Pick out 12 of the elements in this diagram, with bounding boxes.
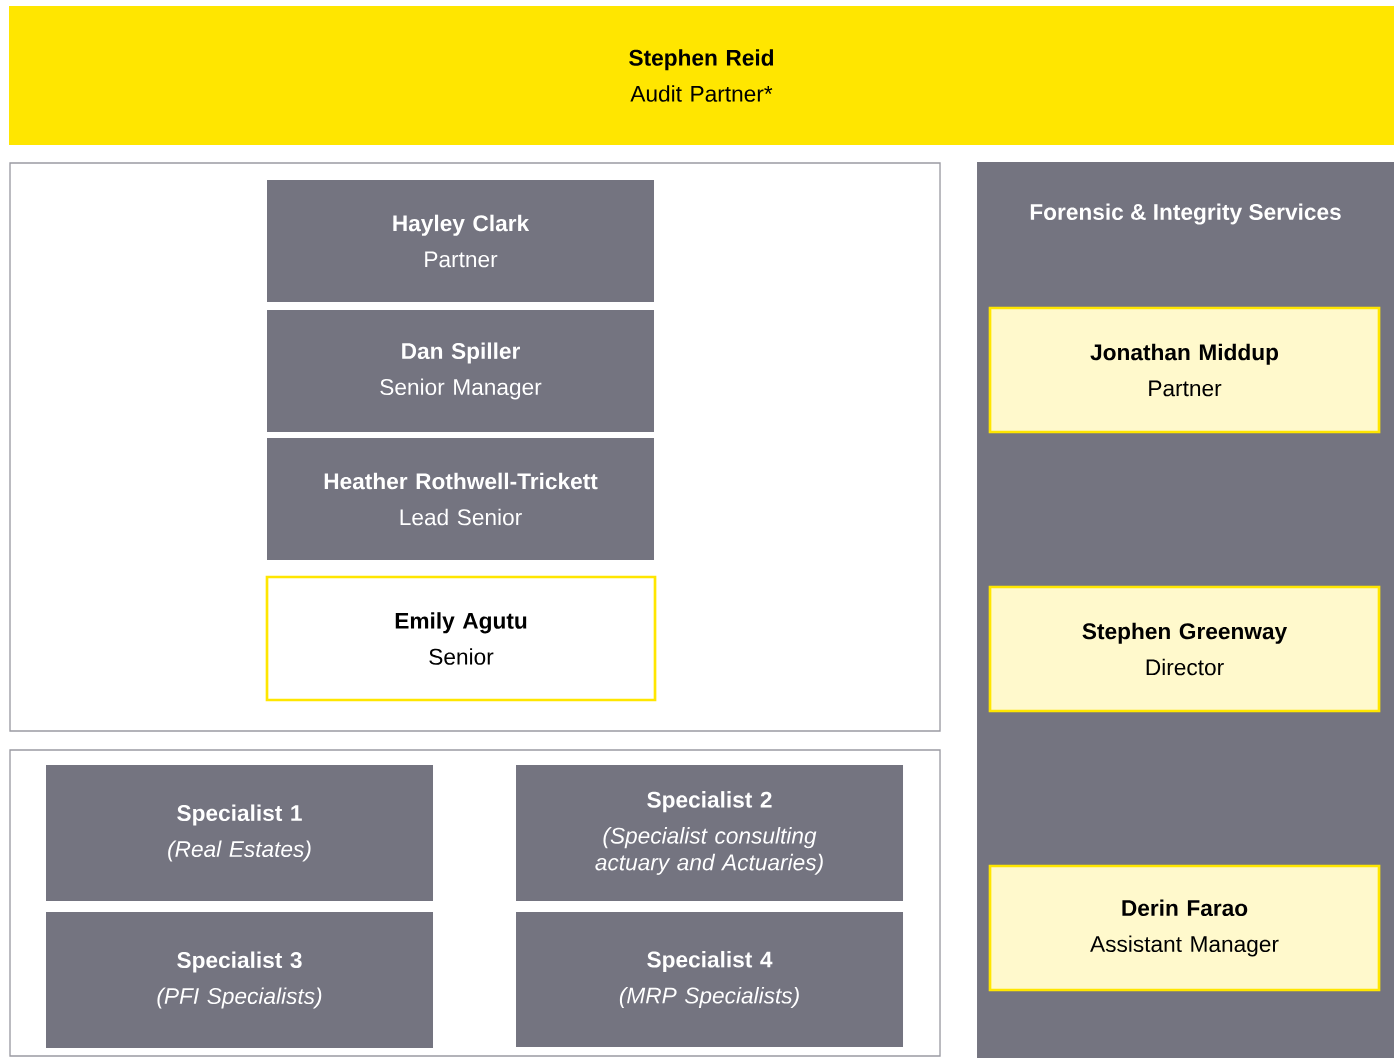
person-box: Emily Agutu Senior [265,575,657,702]
person-box: Heather Rothwell-Trickett Lead Senior [267,438,654,560]
specialist-box: Specialist 4 (MRP Specialists) [516,912,903,1047]
specialist-box: Specialist 3 (PFI Specialists) [46,912,433,1048]
specialist-box: Specialist 1 (Real Estates) [46,765,433,901]
person-box: Hayley Clark Partner [267,180,654,302]
specialist-box: Specialist 2 (Specialist consulting actuary and Actuaries) [516,765,903,901]
person-box: Jonathan Middup Partner [988,306,1381,434]
person-box: Stephen Greenway Director [988,585,1381,713]
person-box: Dan Spiller Senior Manager [267,310,654,432]
banner: Stephen Reid Audit Partner* [9,6,1394,145]
person-box: Derin Farao Assistant Manager [988,864,1381,992]
